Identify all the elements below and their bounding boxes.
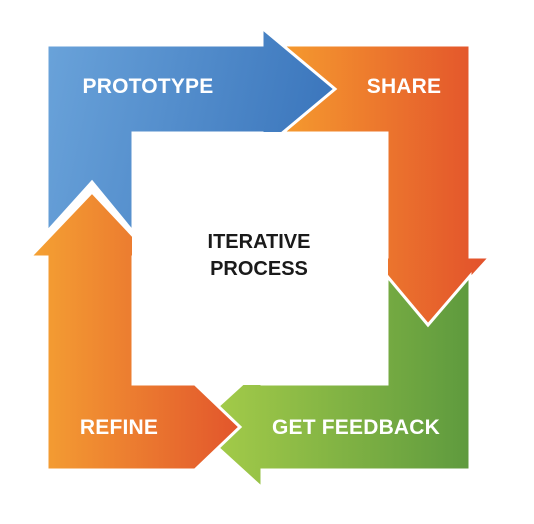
center-frame bbox=[132, 132, 388, 385]
refine-label: REFINE bbox=[80, 416, 158, 439]
prototype-label: PROTOTYPE bbox=[83, 75, 214, 98]
center-title-line2: PROCESS bbox=[210, 258, 308, 280]
center-title-line1: ITERATIVE bbox=[208, 231, 311, 253]
get-feedback-label: GET FEEDBACK bbox=[272, 416, 440, 439]
share-label: SHARE bbox=[367, 75, 442, 98]
